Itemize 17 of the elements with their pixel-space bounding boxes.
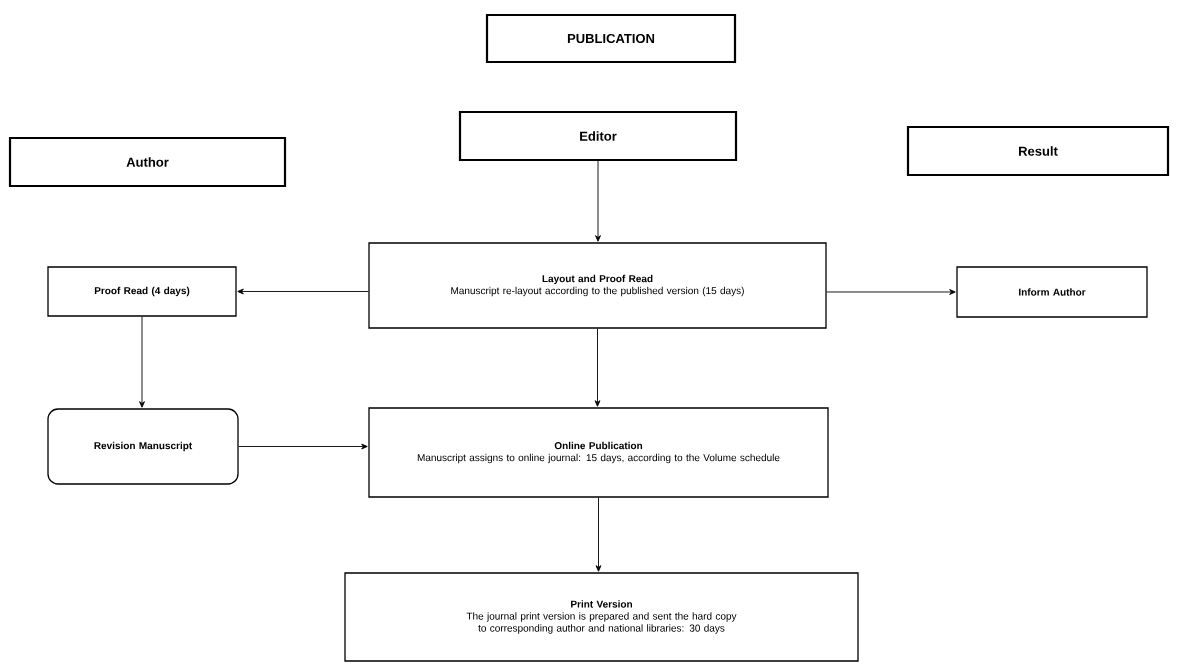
rounded-process-box: Revision Manuscript xyxy=(47,408,239,485)
lane-header-box: Editor xyxy=(458,110,738,162)
process-box: Proof Read (4 days) xyxy=(47,266,237,317)
process-box: Layout and Proof Read Manuscript re-layout according to the published version (15 days) xyxy=(368,242,827,329)
arrow xyxy=(139,316,145,408)
arrow xyxy=(826,289,956,295)
process-box: Inform Author xyxy=(956,266,1148,318)
arrow xyxy=(238,443,368,450)
lane-header-box: Result xyxy=(906,125,1170,177)
title-box: PUBLICATION xyxy=(485,13,737,64)
arrow xyxy=(595,497,602,572)
arrow xyxy=(594,328,601,407)
process-box: Print Version The journal print version is prepared and sent the hard copy to corresponding author and national libraries: 30 days xyxy=(344,572,859,662)
process-box: Online Publication Manuscript assigns to online journal: 15 days, according to the Volume schedule xyxy=(368,407,829,498)
arrow xyxy=(237,288,369,295)
arrow xyxy=(595,160,601,242)
lane-header-box: Author xyxy=(8,136,287,188)
